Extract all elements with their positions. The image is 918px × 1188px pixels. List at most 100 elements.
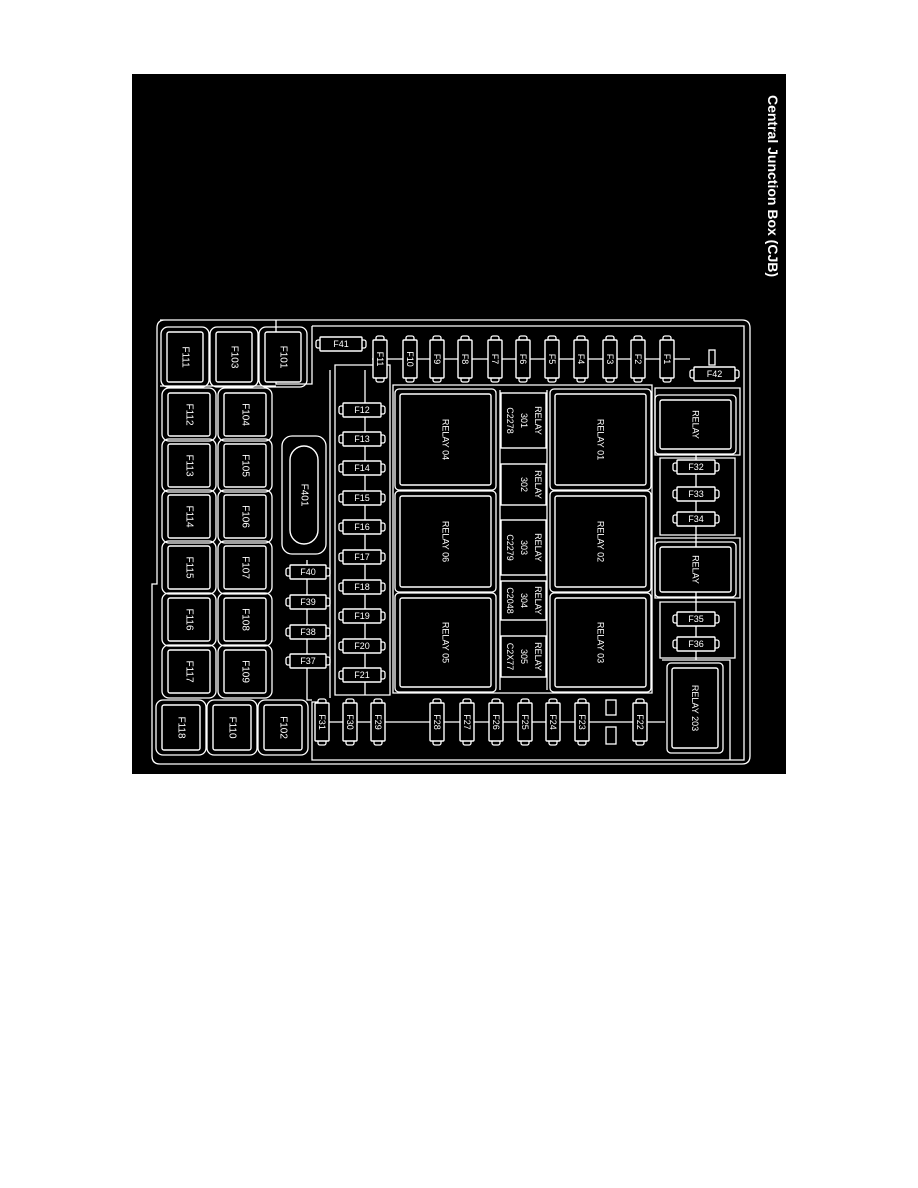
relay[interactable]: RELAY [654,541,737,598]
relay[interactable]: RELAY 04 [394,388,497,491]
mini-fuse[interactable]: F34 [672,511,720,527]
mini-fuse[interactable]: F24 [545,698,561,746]
mini-fuse[interactable]: F14 [338,460,386,476]
large-fuse[interactable]: F104 [217,387,273,442]
mini-fuse[interactable]: F10 [402,335,418,383]
large-fuse[interactable]: F109 [217,644,273,699]
mini-fuse[interactable]: F12 [338,402,386,418]
relay-label: RELAY 02 [596,521,606,562]
mini-fuse[interactable]: F21 [338,667,386,683]
mini-fuse[interactable]: F39 [285,594,331,610]
mini-fuse[interactable]: F23 [574,698,590,746]
mini-fuse[interactable]: F35 [672,611,720,627]
relay-label: RELAY 03 [596,622,606,663]
fuse-label: F3 [605,354,615,365]
mini-fuse[interactable]: F31 [314,698,330,746]
fuse-label: F117 [184,660,195,682]
large-fuse[interactable]: F115 [161,540,217,595]
relay[interactable]: RELAY [654,394,737,455]
large-fuse[interactable]: F107 [217,540,273,595]
relay-module-label: RELAY [533,470,543,499]
mini-fuse[interactable]: F5 [544,335,560,383]
mini-fuse[interactable]: F15 [338,490,386,506]
mini-fuse[interactable]: F3 [602,335,618,383]
fuse-label: F42 [707,369,723,379]
large-fuse[interactable]: F118 [155,699,207,756]
relay[interactable]: RELAY 203 [666,662,724,754]
large-fuse[interactable]: F116 [161,592,217,647]
fuse-label: F401 [299,484,310,507]
large-fuse[interactable]: F117 [161,644,217,699]
mini-fuse[interactable]: F26 [488,698,504,746]
fuse-label: F22 [635,714,645,730]
mini-fuse[interactable]: F1 [659,335,675,383]
mini-fuse[interactable]: F27 [459,698,475,746]
mini-fuse[interactable]: F18 [338,579,386,595]
cartridge-fuse[interactable]: F401 [281,435,327,555]
mini-fuse[interactable]: F8 [457,335,473,383]
large-fuse[interactable]: F106 [217,489,273,544]
fuse-label: F106 [240,505,251,528]
mini-fuse[interactable]: F22 [632,698,648,746]
fuse-label: F102 [278,716,289,739]
mini-fuse[interactable]: F20 [338,638,386,654]
mini-fuse[interactable]: F16 [338,519,386,535]
mini-fuse[interactable]: F28 [429,698,445,746]
large-fuse[interactable]: F113 [161,438,217,493]
large-fuse[interactable]: F108 [217,592,273,647]
fuse-label: F21 [354,670,370,680]
relay-label: RELAY 05 [441,622,451,663]
mini-fuse[interactable]: F32 [672,459,720,475]
large-fuse[interactable]: F114 [161,489,217,544]
relay[interactable]: RELAY 05 [394,592,497,693]
large-fuse[interactable]: F111 [160,326,210,388]
relay[interactable]: RELAY 02 [549,490,652,593]
mini-fuse[interactable]: F40 [285,564,331,580]
mini-fuse[interactable]: F13 [338,431,386,447]
mini-fuse[interactable]: F42 [689,366,740,382]
mini-fuse[interactable]: F38 [285,624,331,640]
relay-module-number: 304 [519,593,529,608]
large-fuse[interactable]: F102 [257,699,309,756]
relay-label: RELAY 01 [596,419,606,460]
mini-fuse[interactable]: F7 [487,335,503,383]
fuse-label: F4 [576,354,586,365]
large-fuse[interactable]: F105 [217,438,273,493]
mini-fuse[interactable]: F17 [338,549,386,565]
mini-fuse[interactable]: F2 [630,335,646,383]
mini-fuse[interactable]: F33 [672,486,720,502]
fuse-label: F16 [354,522,370,532]
fuse-label: F2 [633,354,643,365]
mini-fuse[interactable]: F36 [672,636,720,652]
mini-fuse[interactable]: F30 [342,698,358,746]
mini-fuse[interactable]: F9 [429,335,445,383]
fuse-label: F110 [227,716,238,738]
mini-fuse[interactable]: F37 [285,653,331,669]
relay[interactable]: RELAY 06 [394,490,497,593]
large-fuse[interactable]: F103 [209,326,259,388]
fuse-label: F108 [240,608,251,631]
mini-fuse[interactable]: F41 [315,336,367,352]
mini-fuse[interactable]: F25 [517,698,533,746]
relay[interactable]: RELAY 03 [549,592,652,693]
fuse-label: F25 [520,714,530,730]
mini-fuse[interactable]: F19 [338,608,386,624]
fuse-label: F12 [354,405,370,415]
fuse-label: F38 [300,627,316,637]
fuse-label: F9 [432,354,442,365]
relay[interactable]: RELAY 01 [549,388,652,491]
mini-fuse[interactable]: F4 [573,335,589,383]
large-fuse[interactable]: F101 [258,326,308,388]
relay-module-label: RELAY [533,533,543,562]
mini-fuse[interactable]: F11 [372,335,388,383]
mini-fuse[interactable]: F29 [370,698,386,746]
mini-fuse[interactable]: F6 [515,335,531,383]
large-fuse[interactable]: F112 [161,387,217,442]
fuse-label: F24 [548,714,558,730]
large-fuse[interactable]: F110 [206,699,258,756]
